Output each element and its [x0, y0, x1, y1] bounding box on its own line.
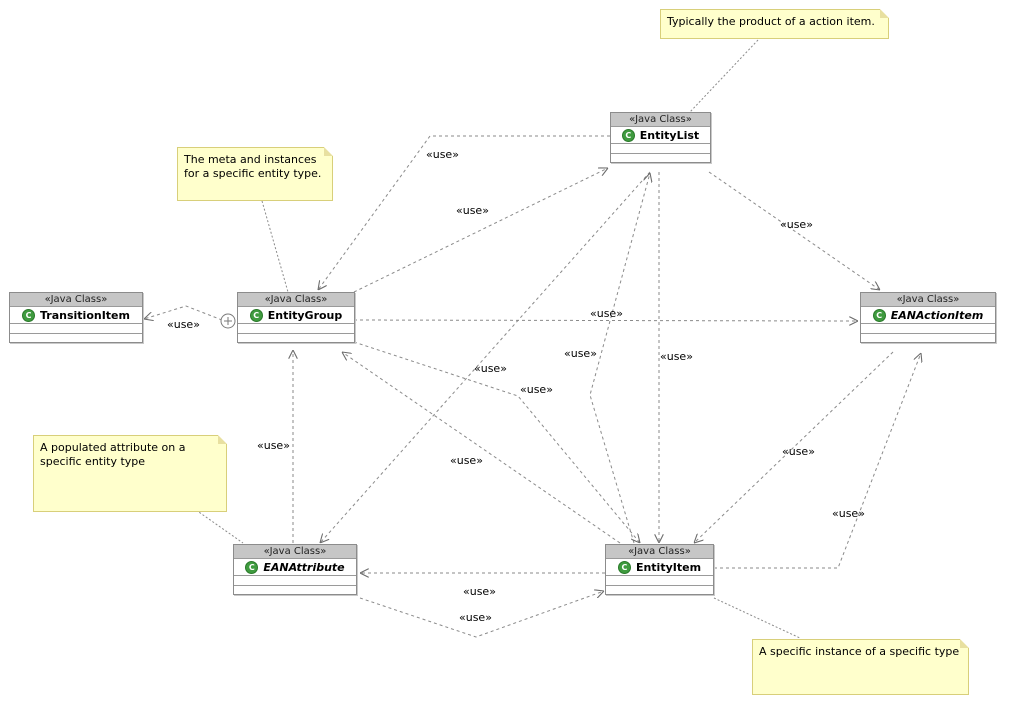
- class-entity-item[interactable]: «Java Class» C EntityItem: [605, 544, 714, 595]
- attributes-compartment: [10, 324, 142, 334]
- note-link-entity-item: [713, 597, 801, 639]
- class-entity-list[interactable]: «Java Class» C EntityList: [610, 112, 711, 163]
- java-class-icon: C: [22, 308, 35, 322]
- use-label-attribute-to-group: «use»: [257, 439, 290, 452]
- note-attribute[interactable]: A populated attribute on a specific enti…: [33, 435, 227, 512]
- attributes-compartment: [861, 324, 995, 334]
- note-link-entity-group: [261, 200, 289, 293]
- use-label-item-to-list-b: «use»: [564, 347, 597, 360]
- stereotype-label: «Java Class»: [611, 113, 710, 127]
- class-name: EANActionItem: [890, 308, 984, 322]
- use-label-actionitem-to-item: «use»: [782, 445, 815, 458]
- java-class-icon: C: [872, 308, 886, 322]
- use-label-group-to-actionitem: «use»: [590, 307, 623, 320]
- operations-compartment: [238, 334, 354, 342]
- dep-entitygroup-to-entityitem: [353, 341, 640, 543]
- dep-entitylist-to-eanactionitem: [708, 171, 880, 290]
- class-name: EntityList: [639, 128, 700, 142]
- java-class-icon: C: [245, 560, 259, 574]
- use-label-list-to-item: «use»: [660, 350, 693, 363]
- stereotype-label: «Java Class»: [238, 293, 354, 307]
- use-label-list-to-group: «use»: [426, 148, 459, 161]
- attributes-compartment: [234, 576, 356, 586]
- stereotype-label: «Java Class»: [861, 293, 995, 307]
- attributes-compartment: [611, 144, 710, 154]
- use-label-list-to-attribute: «use»: [474, 362, 507, 375]
- containment-circle: [220, 313, 236, 329]
- class-ean-attribute[interactable]: «Java Class» C EANAttribute: [233, 544, 357, 595]
- class-transition-item[interactable]: «Java Class» C TransitionItem: [9, 292, 143, 343]
- operations-compartment: [10, 334, 142, 342]
- class-name: EANAttribute: [263, 560, 345, 574]
- dep-entitygroup-to-entitylist: [353, 168, 608, 293]
- class-name: TransitionItem: [40, 308, 130, 322]
- class-name: EntityGroup: [267, 308, 343, 322]
- dep-eanattribute-to-entityitem: [359, 591, 604, 638]
- note-entity-item[interactable]: A specific instance of a specific type: [752, 639, 969, 695]
- stereotype-label: «Java Class»: [234, 545, 356, 559]
- use-label-item-to-attribute: «use»: [463, 585, 496, 598]
- attributes-compartment: [606, 576, 713, 586]
- note-link-attribute: [195, 509, 244, 544]
- class-name: EntityItem: [635, 560, 702, 574]
- use-label-group-to-item: «use»: [520, 383, 553, 396]
- note-entity-group[interactable]: The meta and instances for a specific en…: [177, 147, 333, 201]
- dep-entityitem-to-entitylist: [589, 173, 650, 544]
- dep-entityitem-to-eanactionitem: [714, 353, 921, 569]
- dep-entitygroup-to-transitionitem: [144, 305, 223, 320]
- operations-compartment: [606, 586, 713, 594]
- use-label-list-to-actionitem: «use»: [780, 218, 813, 231]
- dep-entitylist-to-entitygroup: [318, 135, 610, 290]
- use-label-item-to-actionitem: «use»: [832, 507, 865, 520]
- use-label-attribute-to-item: «use»: [459, 611, 492, 624]
- dep-entitylist-to-eanattribute: [320, 171, 651, 543]
- operations-compartment: [611, 154, 710, 162]
- operations-compartment: [234, 586, 356, 594]
- class-entity-group[interactable]: «Java Class» C EntityGroup: [237, 292, 355, 343]
- note-action-item[interactable]: Typically the product of a action item.: [660, 9, 889, 39]
- use-label-group-to-list: «use»: [456, 204, 489, 217]
- java-class-icon: C: [249, 308, 263, 322]
- java-class-icon: C: [617, 560, 631, 574]
- java-class-icon: C: [621, 128, 635, 142]
- dep-eanactionitem-to-entityitem: [694, 351, 894, 543]
- operations-compartment: [861, 334, 995, 342]
- class-ean-action-item[interactable]: «Java Class» C EANActionItem: [860, 292, 996, 343]
- use-label-group-to-transition: «use»: [167, 318, 200, 331]
- note-link-action-item: [689, 39, 759, 113]
- attributes-compartment: [238, 324, 354, 334]
- use-label-item-to-group: «use»: [450, 454, 483, 467]
- stereotype-label: «Java Class»: [606, 545, 713, 559]
- stereotype-label: «Java Class»: [10, 293, 142, 307]
- dep-entityitem-to-entitygroup: [342, 352, 621, 544]
- dep-entitygroup-to-eanactionitem: [353, 320, 858, 321]
